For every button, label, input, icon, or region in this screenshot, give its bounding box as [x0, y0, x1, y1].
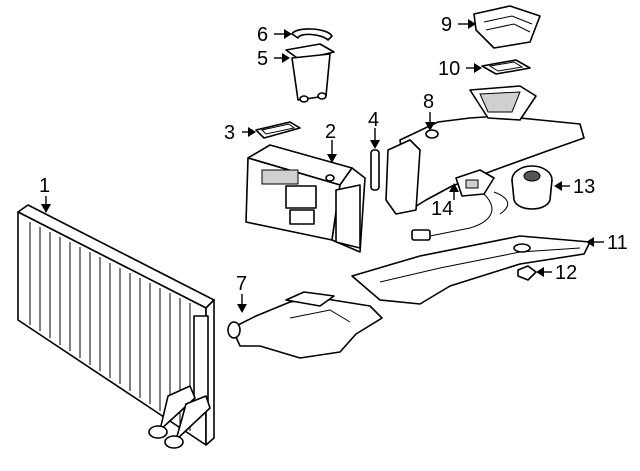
callout-11: 11	[607, 232, 628, 254]
callout-8: 8	[423, 91, 434, 113]
callout-14: 14	[431, 198, 453, 220]
blower-housing	[385, 85, 585, 215]
callout-4: 4	[368, 109, 379, 131]
blower-resistor	[411, 169, 509, 241]
callout-10: 10	[438, 58, 460, 80]
cover-9	[458, 5, 541, 49]
clip-12	[517, 265, 552, 281]
floor-panel	[351, 235, 604, 305]
rod-4	[370, 128, 380, 191]
lower-duct	[227, 291, 383, 359]
gasket-10	[466, 59, 531, 75]
gasket-6	[274, 28, 333, 41]
callout-12: 12	[555, 262, 577, 284]
seal-3	[242, 121, 301, 139]
blower-motor	[511, 165, 570, 210]
callout-6: 6	[257, 24, 268, 46]
callout-2: 2	[325, 121, 336, 143]
callout-7: 7	[236, 273, 247, 295]
callout-3: 3	[224, 122, 235, 144]
heater-core	[17, 196, 215, 449]
callout-5: 5	[257, 48, 268, 70]
heater-housing	[245, 140, 366, 253]
callout-13: 13	[573, 176, 595, 198]
callout-9: 9	[441, 14, 452, 36]
callout-1: 1	[39, 175, 50, 197]
duct-5	[274, 43, 335, 103]
